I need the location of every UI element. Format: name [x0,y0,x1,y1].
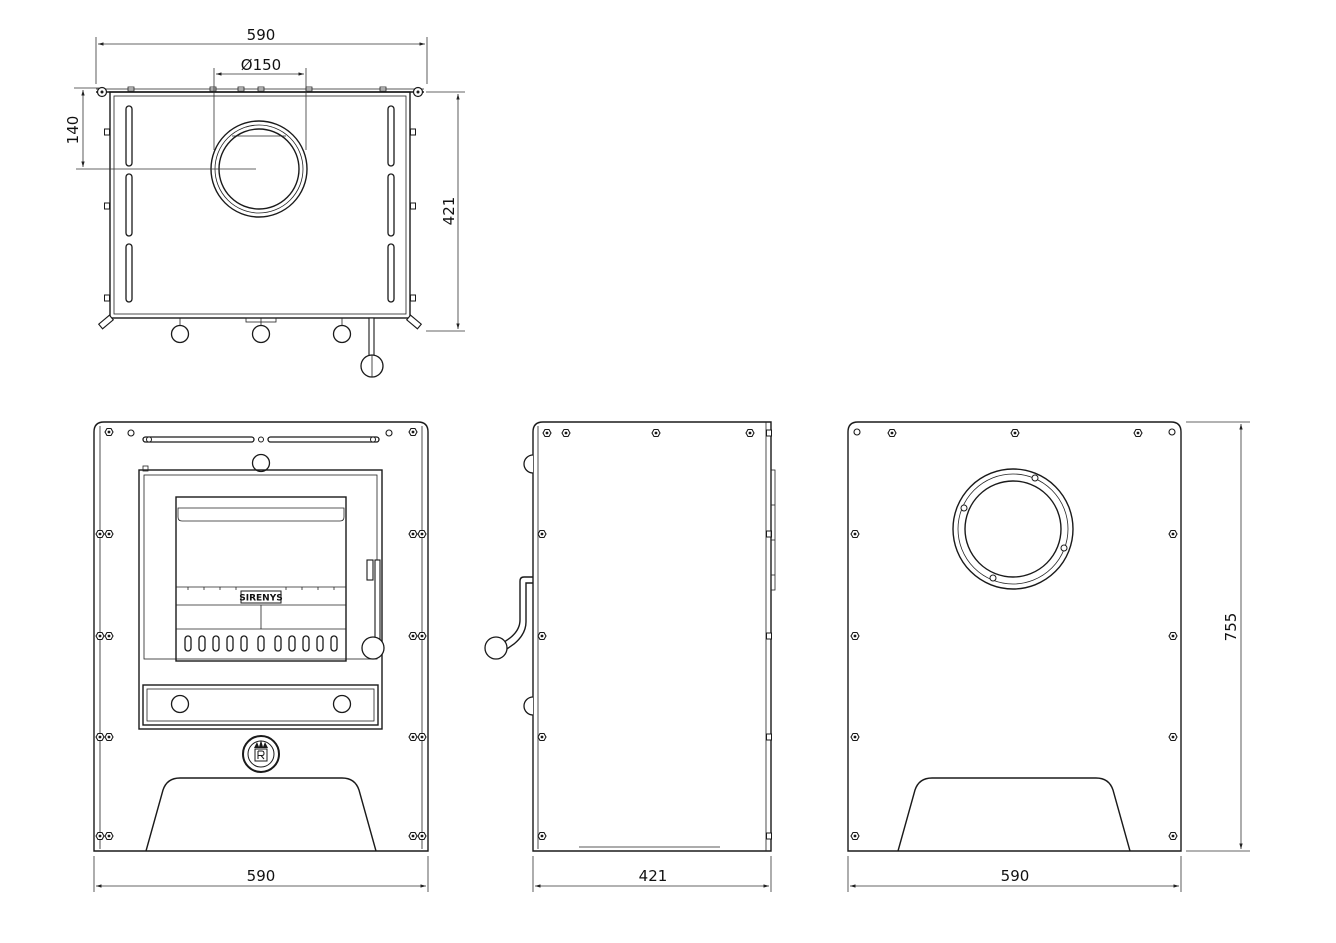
flue-offset-dimension: 140 [64,87,256,170]
side-depth-label: 421 [639,867,668,885]
side-view [484,421,776,852]
firebox-ticks [187,587,335,590]
logo-emblem [242,735,280,773]
back-view [847,421,1182,852]
side-depth-dimension: 421 [532,856,772,892]
front-width-label: 590 [247,867,276,885]
flue-offset-label: 140 [64,116,82,145]
top-width-label: 590 [247,26,276,44]
top-view [96,86,424,378]
back-width-label: 590 [1001,867,1030,885]
height-label: 755 [1222,613,1240,642]
brand-plate: SIRENYS [239,594,282,604]
air-slots [184,635,338,652]
top-width-dimension: 590 [95,26,428,84]
back-width-dimension: 590 [847,856,1182,892]
front-view: SIRENYS [93,421,429,852]
flue-diameter-label: Ø150 [241,56,281,74]
flue-diameter-dimension: Ø150 [213,56,307,150]
top-depth-dimension: 421 [426,91,465,332]
front-width-dimension: 590 [93,856,429,892]
height-dimension: 755 [1186,421,1250,852]
top-depth-label: 421 [440,197,458,226]
